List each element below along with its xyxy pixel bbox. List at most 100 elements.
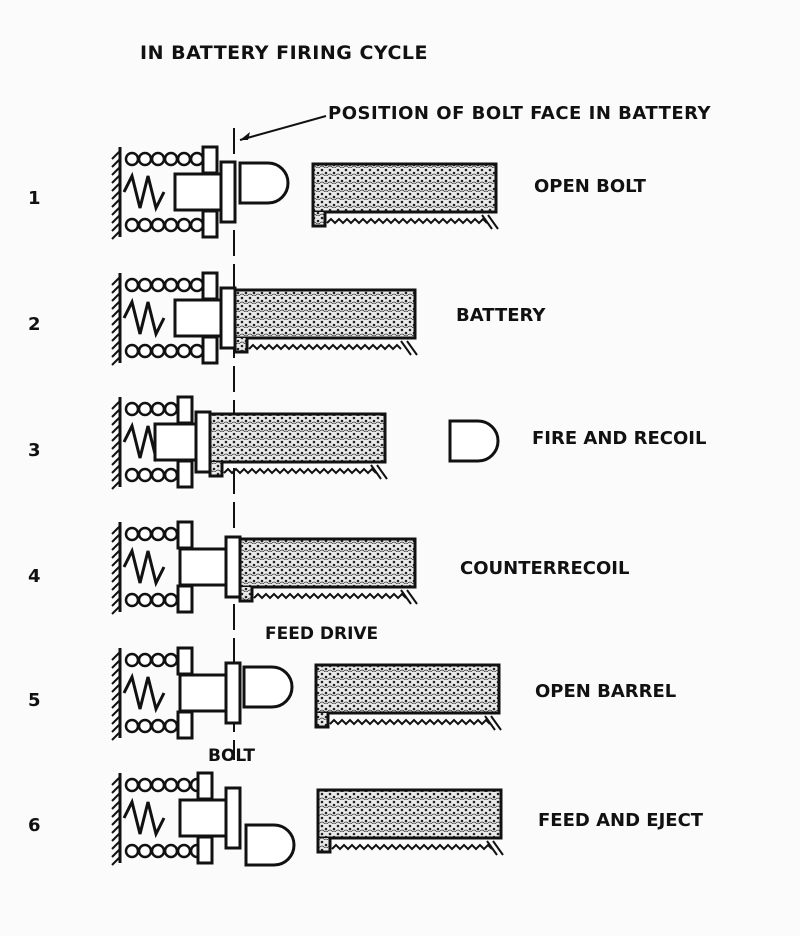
wall-hatch [111,675,121,685]
coil-spring [189,217,205,233]
barrel-spring [329,718,491,726]
coil-spring [163,526,179,542]
wall-hatch [111,424,121,434]
coil-spring [124,777,140,793]
wall-hatch [111,808,121,818]
coil-spring [137,401,153,417]
coil-spring [124,401,140,417]
coil-spring [163,592,179,608]
wall-hatch [111,667,121,677]
coil-spring [137,151,153,167]
spring-anchor [400,589,412,605]
coil-spring [176,151,192,167]
coil-spring [124,843,140,859]
wall-hatch [111,832,121,842]
wall-hatch [111,348,121,358]
wall-hatch [111,816,121,826]
wall-hatch [111,150,121,160]
bolt-face-position-label: POSITION OF BOLT FACE IN BATTERY [328,103,712,124]
wall-hatch [111,464,121,474]
step-number-1: 1 [28,188,41,209]
coil-spring [150,467,166,483]
coil-spring [137,777,153,793]
bolt-head [224,661,242,725]
cartridge [242,665,294,709]
coil-spring [163,217,179,233]
barrel-lug [316,838,332,854]
coil-spring [189,277,205,293]
wall-hatch [111,182,121,192]
barrel [233,288,417,340]
wall-hatch [111,174,121,184]
spring-anchor [481,214,493,230]
wall-hatch [111,166,121,176]
coil-spring [150,592,166,608]
wall-hatch [111,308,121,318]
step-number-5: 5 [28,690,41,711]
diagram-title: IN BATTERY FIRING CYCLE [140,42,429,64]
wall-hatch [111,824,121,834]
wall-hatch [111,581,121,591]
barrel [208,412,387,464]
wall-hatch [111,292,121,302]
wall-hatch [111,340,121,350]
barrel-spring [253,592,407,600]
wall-hatch [111,557,121,567]
step-number-4: 4 [28,566,41,587]
coil-spring [137,843,153,859]
feed-drive [201,209,219,239]
wall-hatch [111,230,121,240]
coil-spring [124,343,140,359]
coil-spring [124,151,140,167]
step-number-6: 6 [28,815,41,836]
wall-hatch [111,651,121,661]
wall-hatch [111,332,121,342]
coil-spring [150,718,166,734]
wall-hatch [111,416,121,426]
wall-hatch [111,715,121,725]
feed-drive [176,710,194,740]
feed-drive [201,335,219,365]
wall-hatch [111,400,121,410]
barrel [314,663,501,715]
wall-hatch [111,792,121,802]
coil-spring [150,401,166,417]
wall-hatch [111,856,121,866]
barrel-spring [248,343,402,351]
wall-hatch [111,699,121,709]
feed-drive [201,271,219,301]
feed-drive [176,520,194,550]
cartridge [244,823,296,867]
barrel-spring [331,843,493,851]
coil-spring [137,718,153,734]
barrel-spring [223,467,377,475]
coil-spring [163,467,179,483]
wall-hatch [111,800,121,810]
stage-label-counterrecoil: COUNTERRECOIL [460,558,630,579]
coil-spring [150,217,166,233]
stage-label-fire-and-recoil: FIRE AND RECOIL [532,428,707,449]
wall-hatch [111,597,121,607]
cartridge [238,161,290,205]
coil-spring [163,777,179,793]
coil-spring [176,217,192,233]
coil-spring [163,718,179,734]
coil-spring [137,217,153,233]
main-spring [122,297,166,339]
wall-hatch [111,533,121,543]
wall-hatch [111,472,121,482]
wall-hatch [111,356,121,366]
feed-drive [201,145,219,175]
wall-hatch [111,222,121,232]
coil-spring [150,843,166,859]
spring-anchor [484,715,496,731]
bolt-face-arrow [239,115,327,141]
bolt-head [224,786,242,850]
wall-hatch [111,324,121,334]
coil-spring [150,526,166,542]
coil-spring [137,526,153,542]
wall-hatch [111,448,121,458]
barrel [316,788,503,840]
barrel-lug [238,587,254,603]
